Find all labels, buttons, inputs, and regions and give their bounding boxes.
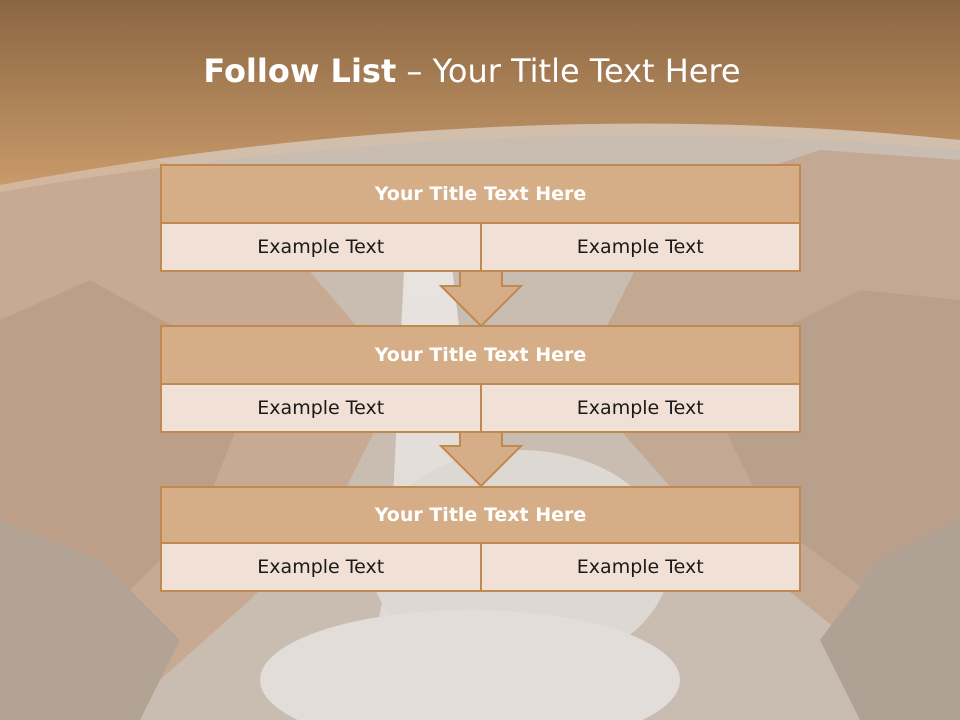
slide-title: Follow List – Your Title Text Here	[0, 52, 944, 90]
step-box-1: Your Title Text Here Example Text Exampl…	[160, 164, 801, 272]
step-box-2: Your Title Text Here Example Text Exampl…	[160, 325, 801, 433]
header-band	[0, 0, 960, 192]
step-title: Your Title Text Here	[162, 166, 799, 224]
step-left-text: Example Text	[257, 556, 385, 578]
step-row: Example Text Example Text	[162, 544, 799, 590]
step-left-text: Example Text	[257, 236, 385, 258]
step-right-text: Example Text	[479, 385, 800, 431]
down-arrow-icon	[438, 265, 524, 328]
step-title: Your Title Text Here	[162, 488, 799, 544]
step-title: Your Title Text Here	[162, 327, 799, 385]
slide-title-bold: Follow List	[203, 52, 397, 90]
step-box-3: Your Title Text Here Example Text Exampl…	[160, 486, 801, 592]
step-row: Example Text Example Text	[162, 385, 799, 431]
step-right-text: Example Text	[479, 544, 800, 590]
down-arrow-icon	[438, 425, 524, 488]
step-row: Example Text Example Text	[162, 224, 799, 270]
step-left-text: Example Text	[257, 397, 385, 419]
slide-title-rest: – Your Title Text Here	[396, 52, 741, 90]
step-right-text: Example Text	[479, 224, 800, 270]
